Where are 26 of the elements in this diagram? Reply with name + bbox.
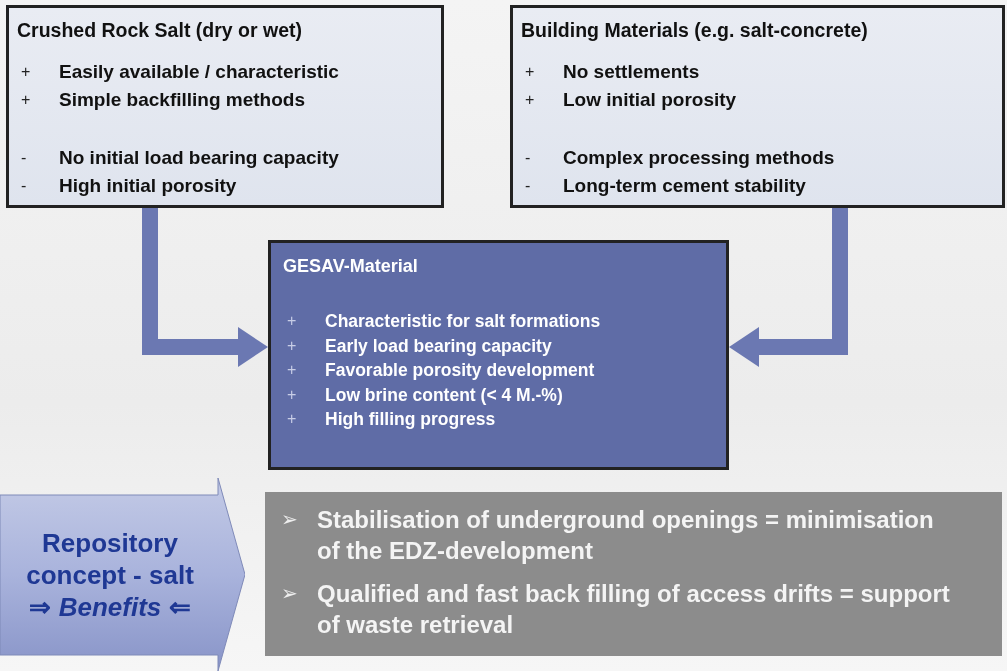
list-item: + Characteristic for salt formations xyxy=(286,310,602,333)
list-item: - High initial porosity xyxy=(20,174,238,198)
list-item: + Low brine content (< 4 M.-%) xyxy=(286,383,564,407)
comparison-box xyxy=(510,5,1005,208)
list-item: - Complex processing methods xyxy=(524,146,836,170)
arrow xyxy=(142,208,268,367)
list-item: + High filling progress xyxy=(286,408,497,431)
box-heading: Crushed Rock Salt (dry or wet) xyxy=(17,18,303,43)
list-item: - No initial load bearing capacity xyxy=(20,146,340,170)
arrow xyxy=(729,208,848,367)
comparison-box xyxy=(6,5,444,208)
list-item: + No settlements xyxy=(524,60,701,84)
list-item: ➢ Qualified and fast back filling of access drifts = support of waste retrieval xyxy=(280,579,951,640)
list-item: ➢ Stabilisation of underground openings = minimisation of the EDZ-development xyxy=(280,505,935,566)
arrow-label: ⇒ Benefits ⇐ xyxy=(29,591,191,623)
list-item: + Favorable porosity development xyxy=(286,359,596,382)
arrow-label: Repository concept - salt xyxy=(25,527,195,591)
list-item: - Long-term cement stability xyxy=(524,174,807,198)
benefits-box xyxy=(265,492,1002,656)
box-heading: Building Materials (e.g. salt-concrete) xyxy=(521,18,869,43)
list-item: + Low initial porosity xyxy=(524,88,738,112)
box-heading: GESAV-Material xyxy=(283,255,419,278)
list-item: + Early load bearing capacity xyxy=(286,334,553,358)
material-box xyxy=(268,240,729,470)
list-item: + Simple backfilling methods xyxy=(20,88,306,112)
list-item: + Easily available / characteristic xyxy=(20,60,340,84)
